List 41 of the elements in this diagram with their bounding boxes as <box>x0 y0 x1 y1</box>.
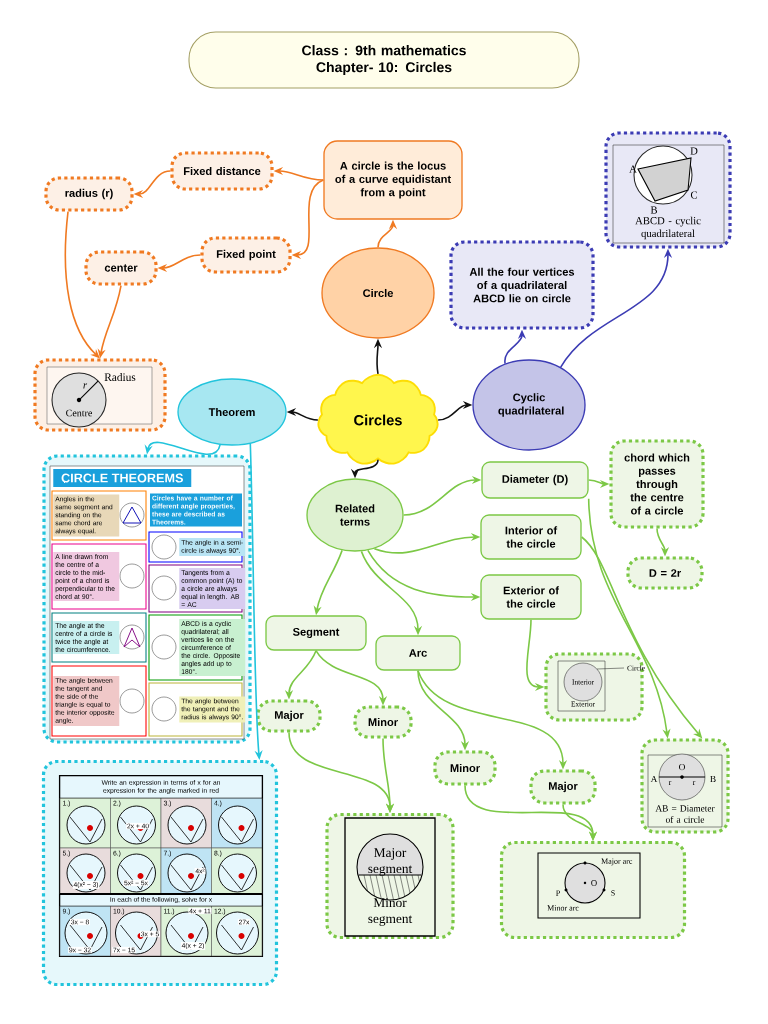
vertex-label: D <box>690 147 698 155</box>
diagram-caption: ABCD - cyclic quadrilateral <box>635 216 701 240</box>
diagram-label: A <box>650 775 658 783</box>
topic-box: D = 2r <box>626 556 704 590</box>
diagram-label: r <box>668 781 672 785</box>
diagram-label: B <box>710 775 716 783</box>
topic-box: Fixed distance <box>170 151 274 191</box>
topic-box: Fixed point <box>200 236 292 274</box>
topic-box: Segment <box>265 615 367 651</box>
topic-box: All the four vertices of a quadrilateral ABCD lie on circle <box>449 240 595 330</box>
diagram-label: O <box>591 880 597 886</box>
diagram-label: Major segment <box>368 848 413 876</box>
topic-box: Minor <box>353 705 413 739</box>
topic-box: chord which passes through the centre of a circle <box>609 439 705 529</box>
topic-box: radius (r) <box>44 176 134 212</box>
diagram-label: Centre <box>66 409 92 417</box>
diagram-label: r <box>692 781 696 785</box>
topic-box: A circle is the locus of a curve equidistant from a point <box>323 140 463 220</box>
topic-box: Diameter (D) <box>481 461 589 499</box>
topic-box: Class : 9th mathematics Chapter- 10: Circles <box>188 31 580 89</box>
diagram-label: O <box>679 763 685 771</box>
diagram-label: Minor segment <box>368 898 413 926</box>
topic-box: Major <box>529 769 597 805</box>
diagram-caption: AB = Diameter of a circle <box>655 805 715 823</box>
diagram-label: P <box>556 890 560 896</box>
diagram-label: Radius <box>104 373 136 381</box>
diagram-label: Minor arc <box>547 905 579 911</box>
diagram-label: Major arc <box>601 858 633 866</box>
central-cloud: Circles <box>317 373 439 465</box>
topic-box: Minor <box>433 750 497 786</box>
topic-box: Exterior of the circle <box>480 574 582 620</box>
topic-box: Interior of the circle <box>480 514 582 560</box>
diagram-label: r <box>83 383 88 389</box>
poster-title: CIRCLE THEOREMS <box>53 469 192 487</box>
vertex-label: A <box>629 165 637 173</box>
topic-box: Arc <box>375 635 461 671</box>
topic-box: center <box>84 250 158 286</box>
diagram-label: S <box>611 890 615 896</box>
vertex-label: C <box>690 191 697 199</box>
topic-box: Major <box>256 699 322 733</box>
vertex-label: B <box>650 206 658 214</box>
